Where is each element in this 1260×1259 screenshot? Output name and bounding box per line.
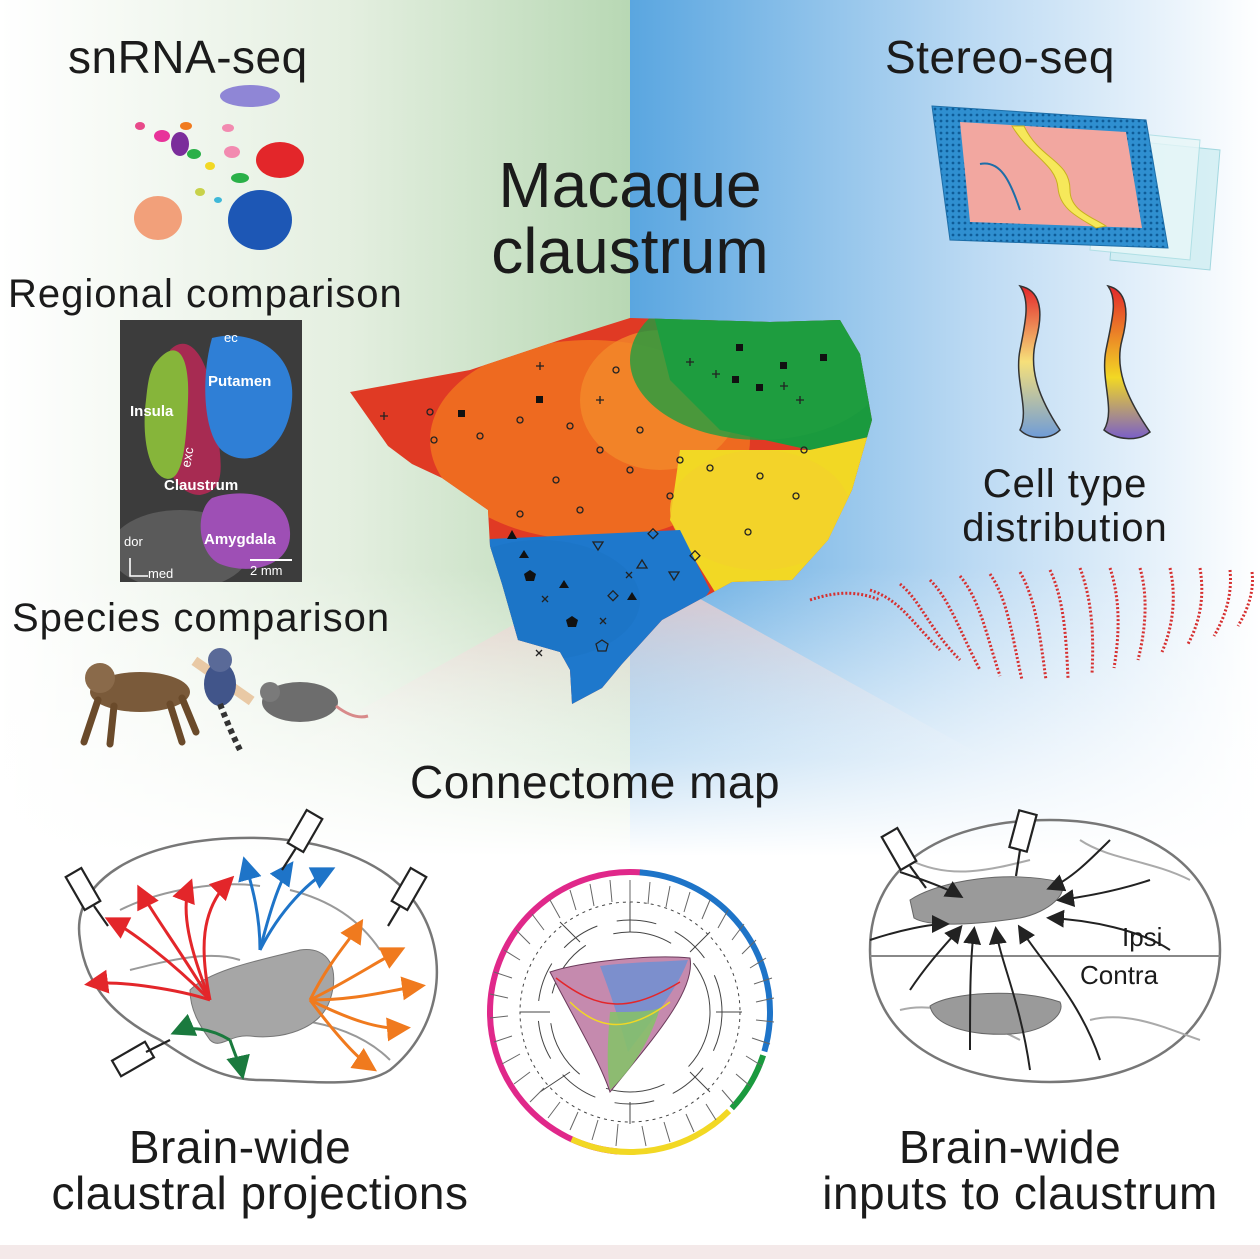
cell-type-heading-line1: Cell type (982, 462, 1148, 506)
red-projection-arrows (84, 875, 235, 1002)
flatmap-markers (380, 344, 827, 657)
claustrum-contra-shape (929, 992, 1062, 1035)
claustrum-3d-shape (189, 949, 335, 1044)
umap-cluster (205, 162, 215, 170)
inputs-brain-diagram: Ipsi Contra (868, 808, 1222, 1084)
brain-outline (77, 836, 439, 1084)
species-illustration (80, 648, 369, 752)
injection-syringe-icon (880, 808, 1038, 889)
inputs-heading-line2: inputs to claustrum (822, 1167, 1218, 1219)
stereo-seq-heading: Stereo-seq (885, 31, 1116, 83)
claustrum-flatmap (350, 318, 872, 704)
input-arrows (869, 839, 1171, 1071)
mri-label-claustrum: Claustrum (164, 477, 238, 494)
umap-cluster (222, 124, 234, 132)
umap-cluster (220, 85, 280, 107)
umap-cluster (187, 149, 201, 159)
orientation-axes (129, 558, 148, 577)
mri-label-putamen: Putamen (208, 373, 271, 390)
cell-type-heading-line2: distribution (962, 506, 1168, 550)
mri-label-ec: ec (224, 330, 238, 345)
orange-projection-arrows (308, 918, 426, 1072)
inputs-heading-line1: Brain-wide (898, 1121, 1122, 1173)
section-slice (988, 573, 1024, 681)
umap-cluster (195, 188, 205, 196)
section-slice (1212, 569, 1232, 637)
section-slice (809, 591, 881, 602)
dendrogram-branches (519, 901, 742, 1124)
umap-cluster (171, 132, 189, 156)
snrna-seq-heading: snRNA-seq (68, 31, 308, 83)
section-slice (1108, 567, 1120, 669)
macaque-icon (80, 663, 200, 748)
mri-label-med: med (148, 566, 173, 581)
stacked-sections-3d (809, 567, 1254, 681)
injection-syringe-icon (64, 808, 428, 1078)
umap-cluster (231, 173, 249, 183)
umap-cluster (134, 196, 182, 240)
cell-type-distribution-plots (1017, 284, 1152, 440)
mri-label-dor: dor (124, 534, 143, 549)
claustrum-3d-model (549, 956, 691, 1094)
umap-cluster (135, 122, 145, 130)
section-slice (958, 575, 1002, 677)
umap-plot (134, 85, 304, 250)
section-slice (1018, 571, 1048, 681)
green-projection-arrows (170, 1013, 250, 1080)
umap-cluster (154, 130, 170, 142)
section-slice (899, 582, 962, 662)
mri-label-amygdala: Amygdala (204, 531, 276, 548)
umap-cluster (256, 142, 304, 178)
dendrogram-ring-yellow (487, 869, 773, 1155)
stereo-seq-chip (931, 105, 1221, 271)
mri-label-insula: Insula (130, 403, 174, 420)
main-title-line1: Macaque (498, 149, 762, 221)
mri-label-scale: 2 mm (250, 563, 283, 578)
section-slice (1160, 567, 1175, 653)
section-slice (1136, 567, 1147, 661)
species-comparison-heading: Species comparison (12, 596, 391, 640)
umap-cluster (214, 197, 222, 203)
mri-label-exc: exc (178, 446, 196, 469)
umap-cluster (228, 190, 292, 250)
dendrogram-tick-labels (489, 879, 775, 1147)
distribution-strip-1 (1017, 284, 1061, 439)
section-slice (1078, 567, 1095, 675)
mouse-icon (260, 682, 369, 722)
connectome-map-heading: Connectome map (410, 756, 781, 808)
main-title-line2: claustrum (491, 215, 769, 287)
contra-label: Contra (1080, 960, 1159, 990)
section-slice (1236, 571, 1254, 627)
projections-heading-line2: claustral projections (51, 1167, 469, 1219)
projections-brain-diagram (64, 808, 439, 1084)
distribution-strip-2 (1103, 284, 1152, 440)
regional-mri-panel: ec Insula Putamen exc Claustrum Amygdala… (120, 320, 302, 582)
marmoset-icon (191, 648, 255, 752)
connectome-dendrogram (487, 869, 775, 1155)
section-slice (869, 588, 942, 652)
projections-heading-line1: Brain-wide (128, 1121, 352, 1173)
regional-comparison-heading: Regional comparison (8, 272, 403, 316)
umap-cluster (224, 146, 240, 158)
ipsi-label: Ipsi (1122, 922, 1162, 952)
section-slice (928, 578, 982, 671)
section-slice (1186, 567, 1204, 645)
blue-projection-arrows (238, 856, 336, 951)
brain-top-outline (868, 818, 1222, 1084)
umap-cluster (180, 122, 192, 130)
section-slice (1048, 569, 1070, 679)
